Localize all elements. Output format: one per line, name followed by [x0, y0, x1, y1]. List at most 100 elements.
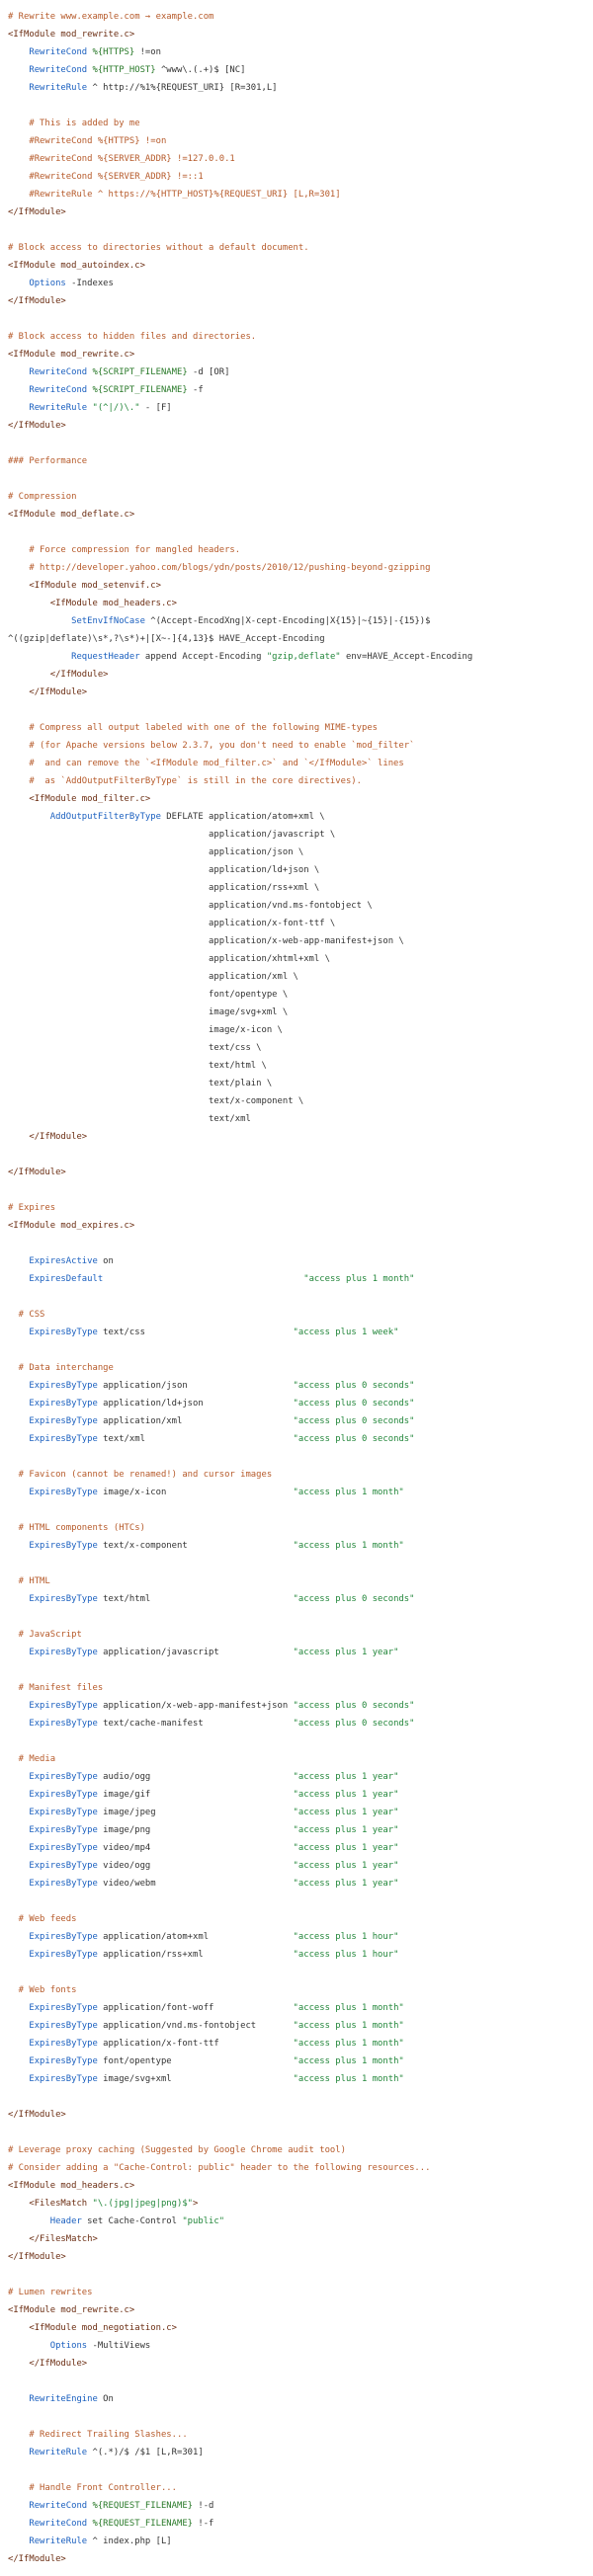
comment-token: # Web feeds — [8, 1914, 77, 1924]
comment-token: # Compress all output labeled with one o… — [8, 723, 379, 733]
plain-token: text/plain \ — [8, 1079, 273, 1088]
plain-token: text/x-component \ — [8, 1096, 304, 1106]
code-line: Header set Cache-Control "public" — [8, 2213, 593, 2230]
directive-token: ExpiresDefault — [29, 1274, 104, 1284]
code-line — [8, 221, 593, 239]
tag-token: <IfModule mod_filter.c> — [29, 794, 151, 804]
code-line — [8, 2124, 593, 2141]
plain-token — [8, 2394, 29, 2404]
string-token: "access plus 1 year" — [293, 1808, 399, 1817]
plain-token: !-d — [193, 2501, 214, 2511]
plain-token — [8, 1274, 29, 1284]
variable-token: %{SCRIPT_FILENAME} — [92, 385, 188, 395]
comment-token: # Consider adding a "Cache-Control: publ… — [8, 2163, 431, 2173]
plain-token — [8, 1861, 29, 1871]
code-line: #RewriteCond %{SERVER_ADDR} !=::1 — [8, 168, 593, 186]
code-line: <IfModule mod_rewrite.c> — [8, 26, 593, 43]
plain-token — [8, 616, 71, 626]
tag-token: > — [193, 2199, 199, 2209]
code-line: <IfModule mod_headers.c> — [8, 2177, 593, 2195]
plain-token — [8, 403, 29, 413]
string-token: "access plus 0 seconds" — [293, 1381, 415, 1391]
code-line: # Block access to hidden files and direc… — [8, 328, 593, 346]
code-line — [8, 97, 593, 115]
comment-token: # Redirect Trailing Slashes... — [8, 2430, 188, 2440]
plain-token: image/svg+xml — [97, 2074, 294, 2084]
code-line: ExpiresByType audio/ogg "access plus 1 y… — [8, 1768, 593, 1786]
plain-token: audio/ogg — [97, 1772, 294, 1782]
plain-token — [8, 599, 50, 608]
code-line: ExpiresByType application/vnd.ms-fontobj… — [8, 2017, 593, 2035]
string-token: "public" — [182, 2216, 225, 2226]
plain-token: text/xml — [97, 1434, 294, 1444]
tag-token: </IfModule> — [29, 2359, 88, 2369]
plain-token: text/css — [97, 1328, 294, 1337]
plain-token — [8, 1932, 29, 1942]
code-line: <IfModule mod_autoindex.c> — [8, 257, 593, 275]
plain-token: ^(Accept-EncodXng|X-cept-Encoding|X{15}|… — [144, 616, 431, 626]
tag-token: <IfModule mod_headers.c> — [8, 2181, 135, 2191]
code-line: <IfModule mod_deflate.c> — [8, 506, 593, 523]
plain-token — [8, 1594, 29, 1604]
plain-token — [8, 367, 29, 377]
plain-token — [8, 65, 29, 75]
plain-token: application/xml \ — [8, 972, 298, 982]
code-line — [8, 1235, 593, 1252]
code-line — [8, 470, 593, 488]
plain-token: image/x-icon — [97, 1488, 294, 1497]
plain-token: image/jpeg — [97, 1808, 294, 1817]
tag-token: <IfModule mod_expires.c> — [8, 1221, 135, 1231]
plain-token: font/opentype — [97, 2056, 294, 2066]
code-line: <FilesMatch "\.(jpg|jpeg|png)$"> — [8, 2195, 593, 2213]
plain-token: - [F] — [139, 403, 172, 413]
tag-token: </FilesMatch> — [29, 2234, 98, 2244]
plain-token: text/x-component — [97, 1541, 294, 1551]
string-token: "access plus 1 year" — [293, 1825, 399, 1835]
code-line: SetEnvIfNoCase ^(Accept-EncodXng|X-cept-… — [8, 612, 593, 630]
tag-token: <IfModule mod_rewrite.c> — [8, 2305, 135, 2315]
code-line: <IfModule mod_expires.c> — [8, 1217, 593, 1235]
code-line: #RewriteCond %{HTTPS} !=on — [8, 132, 593, 150]
code-line: ExpiresByType application/json "access p… — [8, 1377, 593, 1395]
comment-token: # Block access to directories without a … — [8, 243, 309, 253]
plain-token: application/json \ — [8, 847, 304, 857]
directive-token: ExpiresByType — [29, 1879, 98, 1889]
directive-token: RewriteCond — [29, 367, 88, 377]
code-line — [8, 1892, 593, 1910]
plain-token — [8, 812, 50, 822]
plain-token — [8, 2021, 29, 2031]
code-line — [8, 1661, 593, 1679]
plain-token: application/rss+xml — [97, 1950, 294, 1960]
string-token: "access plus 1 week" — [293, 1328, 399, 1337]
code-line: image/svg+xml \ — [8, 1004, 593, 1021]
plain-token — [8, 2003, 29, 2013]
tag-token: </IfModule> — [29, 1132, 88, 1142]
directive-token: ExpiresByType — [29, 2074, 98, 2084]
code-line: # Compression — [8, 488, 593, 506]
code-line — [8, 1181, 593, 1199]
comment-token: # Force compression for mangled headers. — [8, 545, 241, 555]
code-line: RewriteCond %{SCRIPT_FILENAME} -f — [8, 381, 593, 399]
code-line: RewriteRule "(^|/)\." - [F] — [8, 399, 593, 417]
plain-token: application/ld+json — [97, 1399, 294, 1409]
directive-token: RewriteCond — [29, 2519, 88, 2529]
code-line — [8, 310, 593, 328]
code-line — [8, 2266, 593, 2284]
comment-token: # Rewrite www.example.com → example.com — [8, 12, 214, 22]
code-line: application/javascript \ — [8, 826, 593, 844]
code-line: ExpiresByType image/gif "access plus 1 y… — [8, 1786, 593, 1804]
plain-token: video/webm — [97, 1879, 294, 1889]
code-line — [8, 2088, 593, 2106]
plain-token: ^ http://%1%{REQUEST_URI} [R=301,L] — [87, 83, 278, 93]
comment-token: # HTML — [8, 1576, 50, 1586]
code-line: # Block access to directories without a … — [8, 239, 593, 257]
comment-token: #RewriteRule ^ https://%{HTTP_HOST}%{REQ… — [8, 190, 341, 200]
string-token: "access plus 1 year" — [293, 1648, 399, 1657]
code-line: # Leverage proxy caching (Suggested by G… — [8, 2141, 593, 2159]
code-line: </IfModule> — [8, 684, 593, 701]
plain-token — [8, 1843, 29, 1853]
string-token: "access plus 1 month" — [293, 2021, 404, 2031]
directive-token: ExpiresByType — [29, 1328, 98, 1337]
plain-token: application/x-web-app-manifest+json \ — [8, 936, 404, 946]
